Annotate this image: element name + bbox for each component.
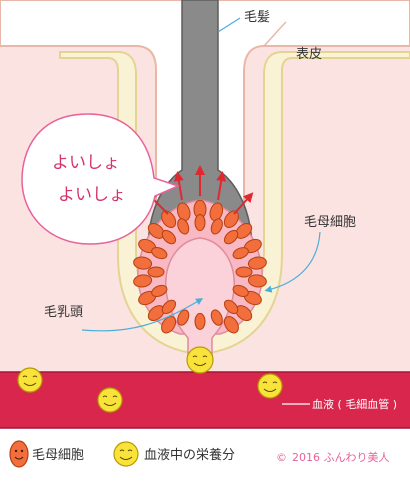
nutrients	[17, 346, 283, 413]
growth-arrow	[216, 171, 227, 201]
growth-arrow	[173, 171, 184, 201]
bubble-text-line2: よいしょ	[58, 185, 126, 205]
matrix-cell	[133, 274, 153, 288]
matrix-cell	[161, 210, 177, 229]
label-dermal-papilla: 毛乳頭	[44, 305, 83, 320]
matrix-cell	[210, 218, 223, 235]
matrix-cell	[223, 315, 239, 334]
matrix-cell	[232, 284, 249, 297]
matrix-cell	[177, 218, 190, 235]
matrix-cell	[151, 247, 168, 260]
nutrient-smiley	[186, 346, 214, 374]
matrix-cell	[247, 256, 267, 270]
label-blood: 血液 ( 毛細血管 )	[312, 397, 397, 411]
matrix-cell	[151, 284, 168, 297]
matrix-cell	[194, 312, 206, 330]
matrix-cell	[223, 299, 239, 315]
matrix-cells	[133, 199, 267, 334]
matrix-cell	[210, 309, 223, 326]
label-hair: 毛髪	[244, 10, 270, 25]
matrix-cell	[176, 202, 191, 222]
speech-bubble: よいしょ よいしょ	[21, 113, 181, 245]
legend-nutrient-icon	[113, 441, 139, 467]
capillary-vessel	[0, 372, 410, 428]
matrix-cell	[235, 266, 253, 278]
legend: 毛母細胞 血液中の栄養分	[9, 440, 235, 468]
copyright-text: 2016 ふんわり美人	[292, 451, 390, 464]
matrix-cell	[177, 309, 190, 326]
matrix-cell	[147, 266, 165, 278]
copyright-symbol: ©	[276, 451, 287, 464]
matrix-cell	[161, 229, 177, 245]
growth-arrow	[233, 192, 254, 215]
matrix-cell	[232, 247, 249, 260]
matrix-cell	[247, 274, 267, 288]
nutrient-smiley	[17, 367, 43, 393]
matrix-cell	[161, 315, 177, 334]
bubble-text-line1: よいしょ	[52, 153, 120, 173]
matrix-cell	[223, 229, 239, 245]
leader-dermal-papilla	[81, 298, 204, 332]
matrix-cell	[194, 214, 206, 232]
leader-matrix-cells	[264, 231, 321, 293]
legend-matrix-cell-icon	[9, 440, 29, 468]
matrix-cell	[209, 202, 224, 222]
nutrient-smiley	[257, 373, 283, 399]
legend-matrix-cell-label: 毛母細胞	[32, 448, 84, 463]
label-matrix-cells: 毛母細胞	[304, 215, 356, 230]
legend-nutrient-label: 血液中の栄養分	[144, 447, 235, 463]
leader-hair	[217, 17, 241, 33]
label-epidermis: 表皮	[296, 47, 322, 62]
matrix-cell	[133, 256, 153, 270]
matrix-cell	[161, 299, 177, 315]
nutrient-smiley	[97, 387, 123, 413]
